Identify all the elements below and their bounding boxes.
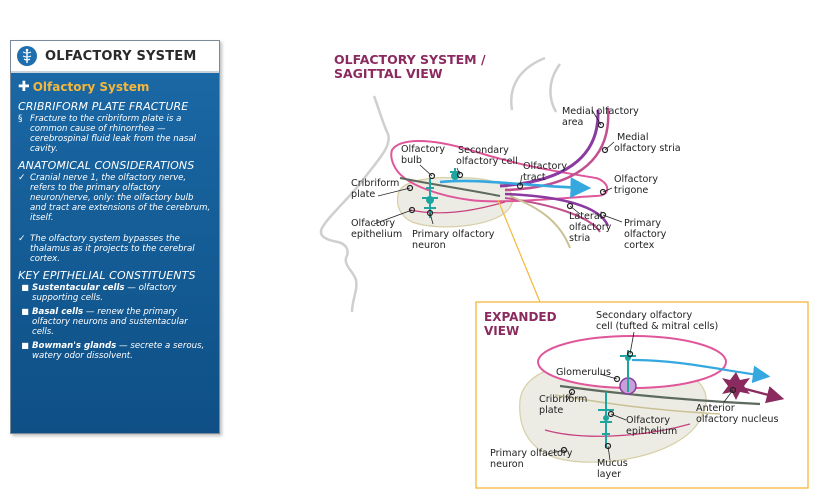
- label-exp-epithelium: Olfactory: [626, 415, 670, 426]
- label-olfactory-trigone-2: trigone: [614, 185, 648, 196]
- epithelium-line: [409, 201, 506, 214]
- item-text: Fracture to the cribriform plate is a co…: [30, 114, 197, 154]
- zoom-connector: [497, 199, 541, 303]
- checkmark-icon: ✓: [18, 173, 26, 183]
- label-exp-anterior-2: olfactory nucleus: [696, 414, 778, 425]
- label-primary-cortex: Primary: [624, 218, 661, 229]
- checkmark-icon: ✓: [18, 234, 26, 244]
- item-text: Cranial nerve 1, the olfactory nerve, re…: [30, 173, 211, 223]
- expanded-labels: Secondary olfactory cell (tufted & mitra…: [490, 310, 778, 480]
- label-cribriform-plate: Cribriform: [351, 178, 399, 189]
- label-primary-neuron: Primary olfactory: [412, 229, 495, 240]
- panel-title: OLFACTORY SYSTEM: [45, 48, 197, 64]
- section-heading-anatomical: ANATOMICAL CONSIDERATIONS: [18, 159, 195, 172]
- label-medial-olfactory-area-2: area: [562, 117, 583, 128]
- label-exp-primary-2: neuron: [490, 459, 524, 470]
- label-olfactory-tract-2: tract: [523, 172, 546, 183]
- label-primary-neuron-2: neuron: [412, 240, 446, 251]
- caduceus-icon: [17, 46, 37, 66]
- item-text: Bowman's glands — secrete a serous, wate…: [32, 341, 205, 361]
- list-item: § Fracture to the cribriform plate is a …: [18, 114, 212, 154]
- label-exp-cribriform: Cribriform: [539, 394, 587, 405]
- sagittal-title-line1: OLFACTORY SYSTEM /: [334, 52, 486, 67]
- head-outline: [319, 56, 562, 313]
- label-cribriform-plate-2: plate: [351, 189, 375, 200]
- item-text: Sustentacular cells — olfactory supporti…: [32, 283, 177, 303]
- list-item: ■ Sustentacular cells — olfactory suppor…: [18, 283, 212, 303]
- info-panel: OLFACTORY SYSTEM ✚ Olfactory System CRIB…: [10, 40, 220, 434]
- label-exp-anterior: Anterior: [696, 403, 735, 414]
- label-exp-cribriform-2: plate: [539, 405, 563, 416]
- item-text: The olfactory system bypasses the thalam…: [30, 234, 195, 264]
- label-olfactory-bulb: Olfactory: [401, 144, 445, 155]
- lower-arc: [509, 195, 571, 249]
- label-olfactory-bulb-2: bulb: [401, 155, 422, 166]
- item-text: Basal cells — renew the primary olfactor…: [32, 307, 188, 337]
- panel-header: OLFACTORY SYSTEM: [11, 41, 219, 73]
- label-olfactory-epithelium-2: epithelium: [351, 229, 402, 240]
- sagittal-title-line2: SAGITTAL VIEW: [334, 66, 443, 81]
- label-exp-epithelium-2: epithelium: [626, 426, 677, 437]
- square-bullet-icon: ■: [21, 307, 29, 316]
- label-exp-primary: Primary olfactory: [490, 448, 573, 459]
- label-medial-stria: Medial: [617, 132, 648, 143]
- label-lateral-stria: Lateral: [569, 211, 602, 222]
- expanded-title-line1: EXPANDED: [484, 310, 557, 324]
- question-hook-icon: §: [18, 114, 23, 124]
- label-medial-stria-2: olfactory stria: [614, 143, 681, 154]
- label-exp-mucus: Mucus: [597, 458, 628, 469]
- label-olfactory-tract: Olfactory: [523, 161, 567, 172]
- plus-icon: ✚: [18, 79, 30, 95]
- label-exp-mucus-2: layer: [597, 469, 621, 480]
- olfactory-tract-arrow: [439, 177, 592, 198]
- label-secondary-cell: Secondary: [458, 145, 509, 156]
- cribriform-plate-line: [399, 177, 501, 197]
- list-item: ■ Basal cells — renew the primary olfact…: [18, 307, 212, 337]
- section-heading-epithelial: KEY EPITHELIAL CONSTITUENTS: [18, 269, 196, 282]
- label-exp-secondary: Secondary olfactory: [596, 310, 692, 321]
- list-item: ✓ The olfactory system bypasses the thal…: [18, 234, 212, 264]
- primary-neuron: [422, 178, 438, 218]
- label-lateral-stria-2: olfactory: [569, 222, 612, 233]
- label-olfactory-epithelium: Olfactory: [351, 218, 395, 229]
- label-olfactory-trigone: Olfactory: [614, 174, 658, 185]
- label-exp-glomerulus: Glomerulus: [556, 367, 611, 378]
- list-item: ■ Bowman's glands — secrete a serous, wa…: [18, 341, 212, 361]
- label-lateral-stria-3: stria: [569, 233, 590, 244]
- frontal-lobe-outline: [390, 140, 609, 203]
- expanded-leader-markers: [560, 350, 737, 454]
- list-item: ✓ Cranial nerve 1, the olfactory nerve, …: [18, 173, 212, 223]
- label-secondary-cell-2: olfactory cell: [456, 156, 518, 167]
- square-bullet-icon: ■: [21, 283, 29, 292]
- label-medial-olfactory-area: Medial olfactory: [562, 106, 639, 117]
- label-primary-cortex-2: olfactory: [624, 229, 667, 240]
- sagittal-labels: Medial olfactory area Medial olfactory s…: [351, 106, 681, 251]
- expanded-title-line2: VIEW: [484, 324, 519, 338]
- label-primary-cortex-3: cortex: [624, 240, 655, 251]
- panel-subtitle: ✚ Olfactory System: [18, 79, 212, 95]
- label-exp-secondary-2: cell (tufted & mitral cells): [596, 321, 718, 332]
- square-bullet-icon: ■: [21, 341, 29, 350]
- panel-subtitle-label: Olfactory System: [32, 80, 150, 94]
- section-heading-cribriform: CRIBRIFORM PLATE FRACTURE: [18, 100, 189, 113]
- leader-markers: [406, 121, 609, 219]
